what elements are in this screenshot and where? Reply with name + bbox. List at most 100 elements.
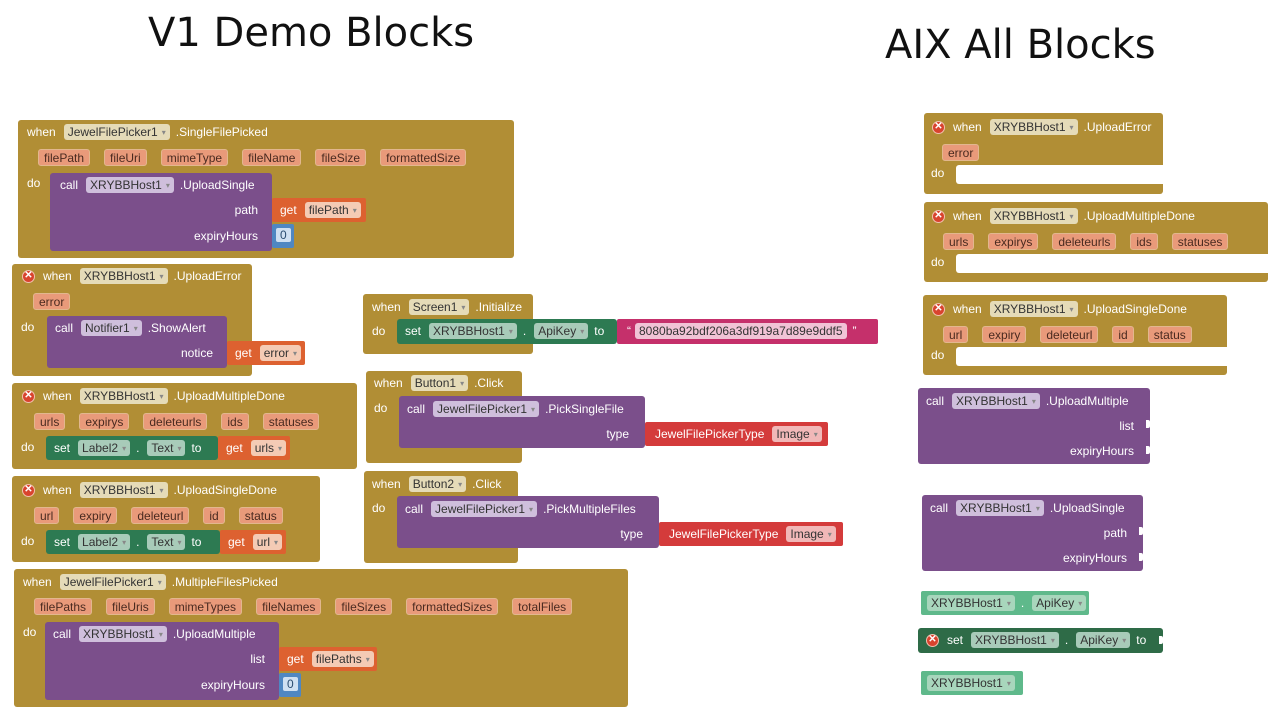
event-block-upload-single-done[interactable]: ✕ when XRYBBHost1▾ .UploadSingleDone url… (12, 476, 320, 562)
component-dropdown[interactable]: Button2▾ (408, 476, 467, 492)
empty-do-slot[interactable] (956, 254, 1268, 273)
string-block[interactable]: “ 8080ba92bdf206a3df919a7d89e9ddf5 ” (617, 319, 878, 344)
component-dropdown[interactable]: Screen1▾ (408, 299, 470, 315)
event-block-upload-multiple-done[interactable]: ✕ when XRYBBHost1▾ .UploadMultipleDone u… (12, 383, 357, 469)
event-block-single-file-picked[interactable]: when JewelFilePicker1▾ .SingleFilePicked… (18, 120, 514, 258)
aix-event-upload-single-done[interactable]: ✕ when XRYBBHost1▾ .UploadSingleDone url… (923, 295, 1227, 375)
component-dropdown[interactable]: XRYBBHost1▾ (956, 500, 1044, 516)
param-chip[interactable]: ids (221, 413, 249, 430)
property-dropdown[interactable]: Text▾ (147, 440, 186, 456)
input-socket[interactable] (1159, 636, 1163, 644)
param-chip[interactable]: statuses (262, 413, 320, 430)
get-block[interactable]: get filePaths▾ (279, 647, 377, 671)
aix-call-upload-single[interactable]: call XRYBBHost1▾ .UploadSingle path expi… (922, 495, 1143, 571)
set-block-label-text[interactable]: set Label2▾ . Text▾ to (46, 530, 220, 554)
set-block-label-text[interactable]: set Label2▾ . Text▾ to (46, 436, 218, 460)
param-chip[interactable]: urls (34, 413, 66, 430)
input-socket[interactable] (1139, 553, 1143, 561)
property-dropdown[interactable]: Text▾ (147, 534, 186, 550)
component-dropdown[interactable]: XRYBBHost1▾ (927, 595, 1015, 611)
param-chip[interactable]: url (943, 326, 969, 343)
component-dropdown[interactable]: JewelFilePicker1▾ (63, 124, 170, 140)
param-chip[interactable]: expirys (79, 413, 130, 430)
empty-do-slot[interactable] (956, 347, 1227, 366)
param-chip[interactable]: id (203, 507, 225, 524)
aix-get-apikey[interactable]: XRYBBHost1▾ . ApiKey▾ (921, 591, 1089, 615)
error-icon[interactable]: ✕ (22, 389, 35, 403)
error-icon[interactable]: ✕ (926, 633, 939, 647)
set-block-apikey[interactable]: set XRYBBHost1▾ . ApiKey▾ to (397, 319, 617, 344)
variable-dropdown[interactable]: filePaths▾ (311, 651, 374, 667)
param-chip[interactable]: deleteurls (1052, 233, 1117, 250)
number-value[interactable]: 0 (283, 677, 298, 691)
call-block-pick-single-file[interactable]: call JewelFilePicker1▾ .PickSingleFile t… (399, 396, 645, 448)
error-icon[interactable]: ✕ (932, 209, 945, 223)
param-chip[interactable]: mimeType (160, 149, 229, 166)
component-dropdown[interactable]: XRYBBHost1▾ (927, 675, 1015, 691)
get-block[interactable]: get error▾ (227, 341, 305, 365)
variable-dropdown[interactable]: filePath▾ (304, 202, 361, 218)
param-chip[interactable]: totalFiles (512, 598, 573, 615)
number-value[interactable]: 0 (276, 228, 291, 242)
error-icon[interactable]: ✕ (932, 120, 945, 134)
event-block-upload-error[interactable]: ✕ when XRYBBHost1▾ .UploadError error do… (12, 264, 305, 376)
get-block[interactable]: get urls▾ (218, 436, 290, 460)
component-dropdown[interactable]: XRYBBHost1▾ (429, 323, 517, 339)
call-block-upload-multiple[interactable]: call XRYBBHost1▾ .UploadMultiple list ex… (45, 622, 279, 700)
component-dropdown[interactable]: XRYBBHost1▾ (79, 268, 168, 284)
param-chip[interactable]: statuses (1171, 233, 1229, 250)
error-icon[interactable]: ✕ (932, 302, 945, 316)
call-block-pick-multiple-files[interactable]: call JewelFilePicker1▾ .PickMultipleFile… (397, 496, 659, 548)
call-block-show-alert[interactable]: call Notifier1▾ .ShowAlert notice (47, 316, 227, 368)
input-socket[interactable] (1146, 420, 1150, 428)
param-chip[interactable]: deleteurl (131, 507, 190, 524)
param-chip[interactable]: error (942, 144, 980, 161)
component-dropdown[interactable]: XRYBBHost1▾ (86, 177, 174, 193)
param-chip[interactable]: formattedSizes (406, 598, 499, 615)
param-chip[interactable]: url (34, 507, 60, 524)
param-chip[interactable]: deleteurl (1040, 326, 1099, 343)
component-dropdown[interactable]: XRYBBHost1▾ (79, 482, 168, 498)
property-dropdown[interactable]: ApiKey▾ (1076, 632, 1131, 648)
event-block-multiple-files-picked[interactable]: when JewelFilePicker1▾ .MultipleFilesPic… (14, 569, 628, 707)
param-chip[interactable]: expiry (982, 326, 1027, 343)
param-chip[interactable]: fileUri (104, 149, 147, 166)
param-chip[interactable]: filePath (38, 149, 91, 166)
param-chip[interactable]: expirys (988, 233, 1039, 250)
property-dropdown[interactable]: ApiKey▾ (534, 323, 589, 339)
component-dropdown[interactable]: Label2▾ (78, 440, 131, 456)
param-chip[interactable]: formattedSize (380, 149, 467, 166)
component-dropdown[interactable]: XRYBBHost1▾ (989, 208, 1078, 224)
param-chip[interactable]: fileUris (106, 598, 155, 615)
error-icon[interactable]: ✕ (22, 269, 35, 283)
param-chip[interactable]: expiry (73, 507, 118, 524)
aix-set-apikey[interactable]: ✕ set XRYBBHost1▾ . ApiKey▾ to (918, 628, 1163, 653)
param-chip[interactable]: status (1147, 326, 1192, 343)
param-chip[interactable]: ids (1130, 233, 1158, 250)
component-dropdown[interactable]: JewelFilePicker1▾ (433, 401, 540, 417)
param-chip[interactable]: status (238, 507, 283, 524)
number-block[interactable]: 0 (272, 224, 294, 248)
string-value[interactable]: 8080ba92bdf206a3df919a7d89e9ddf5 (635, 323, 847, 339)
aix-call-upload-multiple[interactable]: call XRYBBHost1▾ .UploadMultiple list ex… (918, 388, 1150, 464)
component-dropdown[interactable]: JewelFilePicker1▾ (431, 501, 538, 517)
component-dropdown[interactable]: Notifier1▾ (81, 320, 142, 336)
param-chip[interactable]: fileNames (256, 598, 322, 615)
aix-event-upload-multiple-done[interactable]: ✕ when XRYBBHost1▾ .UploadMultipleDone u… (924, 202, 1268, 282)
aix-event-upload-error[interactable]: ✕ when XRYBBHost1▾ .UploadError error do (924, 113, 1163, 194)
option-block[interactable]: JewelFilePickerType Image▾ (659, 522, 843, 546)
param-chip[interactable]: fileName (242, 149, 302, 166)
option-block[interactable]: JewelFilePickerType Image▾ (645, 422, 828, 446)
component-dropdown[interactable]: XRYBBHost1▾ (79, 626, 167, 642)
component-dropdown[interactable]: XRYBBHost1▾ (952, 393, 1040, 409)
param-chip[interactable]: urls (943, 233, 975, 250)
component-dropdown[interactable]: Label2▾ (78, 534, 131, 550)
component-dropdown[interactable]: XRYBBHost1▾ (79, 388, 168, 404)
param-chip[interactable]: fileSizes (335, 598, 393, 615)
variable-dropdown[interactable]: urls▾ (250, 440, 287, 456)
component-dropdown[interactable]: XRYBBHost1▾ (989, 301, 1078, 317)
error-icon[interactable]: ✕ (22, 483, 35, 497)
param-chip[interactable]: mimeTypes (168, 598, 243, 615)
param-chip[interactable]: fileSize (315, 149, 367, 166)
empty-do-slot[interactable] (956, 165, 1163, 184)
